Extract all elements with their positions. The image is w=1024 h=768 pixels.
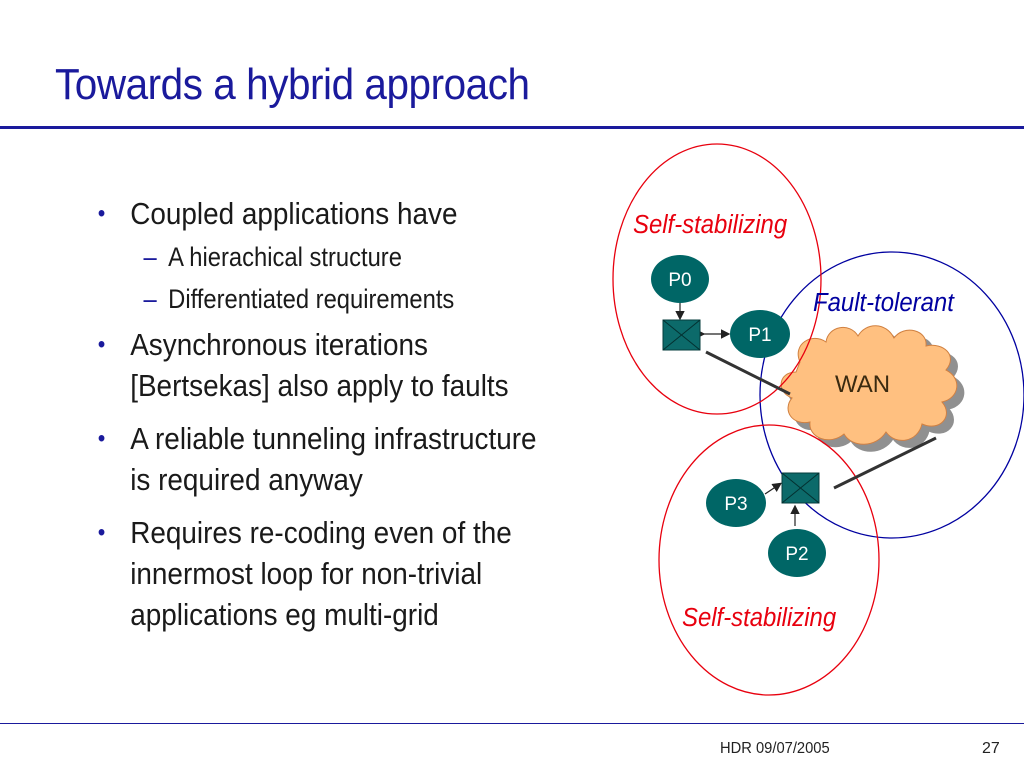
node-p3-label: P3 [724,494,747,515]
page-number: 27 [982,740,1000,757]
bullet-text: Coupled applications have [130,196,458,231]
sub-bullet-text: Differentiated requirements [168,284,455,314]
router-top [662,319,701,351]
bullet-glyph: • [97,331,106,358]
link-top-router-wan [705,350,791,396]
sub-bullet-item: – Differentiated requirements [96,278,562,320]
sub-bullet-glyph: – [143,242,157,272]
arrow-p3-router [764,482,782,495]
bullet-text: innermost loop for non-trivial [130,556,483,591]
bullet-text: Asynchronous iterations [130,327,428,362]
bullet-text: Requires re-coding even of the [130,515,512,550]
bullet-glyph: • [97,200,106,227]
bullet-text: is required anyway [130,462,363,497]
sub-bullet-glyph: – [143,284,157,314]
bullet-text: A reliable tunneling infrastructure [130,421,537,456]
bullet-text: applications eg multi-grid [130,597,439,632]
wan-cloud [780,325,958,445]
wan-label: WAN [835,371,890,398]
bullet-glyph: • [97,519,106,546]
sub-bullet-text: A hierachical structure [168,242,402,272]
node-p1: P1 [730,310,790,358]
node-p0-label: P0 [668,270,691,291]
bullet-text: [Bertsekas] also apply to faults [130,368,509,403]
fault-tolerant-region [759,251,1024,539]
router-bottom [781,472,820,504]
fault-tolerant-label: Fault-tolerant [813,288,955,317]
bullet-item: • Asynchronous iterations [Bertsekas] al… [96,324,573,406]
footer-divider [0,723,1024,724]
node-p3: P3 [706,479,766,527]
node-p2: P2 [768,529,826,577]
slide-title: Towards a hybrid approach [55,60,530,109]
title-divider [0,126,1024,129]
self-stabilizing-label-top: Self-stabilizing [633,210,787,239]
self-stabilizing-label-bottom: Self-stabilizing [682,603,836,632]
bullet-list: • Coupled applications have – A hierachi… [96,193,626,637]
bullet-item: • Requires re-coding even of the innermo… [96,512,573,635]
node-p1-label: P1 [748,325,771,346]
bullet-item: • Coupled applications have [96,193,573,234]
sub-bullet-item: – A hierachical structure [96,236,562,278]
link-bottom-router-wan [833,436,937,490]
bullet-glyph: • [97,425,106,452]
bullet-item: • A reliable tunneling infrastructure is… [96,418,573,500]
node-p0: P0 [651,255,709,303]
footer-date: HDR 09/07/2005 [720,740,830,757]
self-stabilizing-region-top [612,143,822,415]
node-p2-label: P2 [785,544,808,565]
self-stabilizing-region-bottom [658,424,880,696]
